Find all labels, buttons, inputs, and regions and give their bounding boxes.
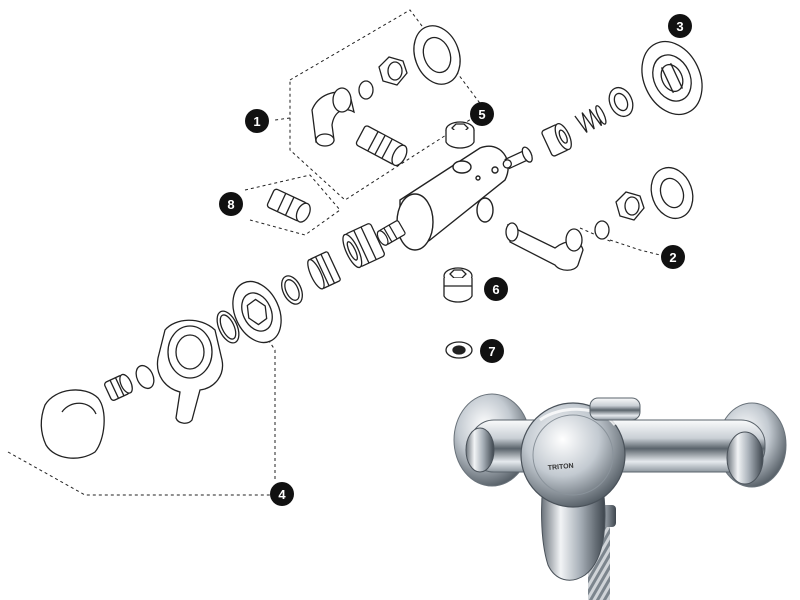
ring [608, 86, 634, 118]
threaded-ring [307, 251, 341, 290]
o-ring-3 [135, 364, 155, 390]
handle-adaptor [104, 373, 133, 401]
label-badge-2: 2 [661, 245, 685, 269]
product-photo: TRITON [453, 393, 787, 600]
spring [574, 105, 607, 133]
shroud-plate [232, 280, 282, 344]
group-2-parts [505, 166, 694, 271]
label-badge-6: 6 [484, 277, 508, 301]
hex-nut-lower [615, 191, 645, 221]
label-badge-3: 3 [668, 14, 692, 38]
label-3-text: 3 [676, 19, 683, 34]
part-7 [445, 341, 473, 359]
label-2-text: 2 [669, 250, 676, 265]
olive-top [358, 80, 374, 100]
mixer-dial [520, 402, 626, 508]
group-8-parts [266, 188, 311, 223]
threaded-cap [541, 123, 572, 157]
leader-group-4 [7, 451, 270, 496]
group-1-parts [311, 25, 461, 167]
brand-mark: TRITON [548, 463, 574, 472]
leader-group-8 [244, 174, 341, 236]
label-4-text: 4 [278, 487, 286, 502]
rosette-3 [641, 40, 703, 116]
rosette-top [413, 25, 461, 85]
control-cap [40, 389, 105, 459]
threaded-collar [342, 223, 385, 269]
label-badge-8: 8 [219, 192, 243, 216]
label-8-text: 8 [227, 197, 234, 212]
leader-group-2 [609, 239, 661, 256]
label-7-text: 7 [488, 344, 495, 359]
label-badge-4: 4 [270, 482, 294, 506]
plug-5 [445, 121, 475, 149]
leader-1-connector [274, 117, 291, 121]
cartridge [376, 220, 406, 246]
leader-group-1 [289, 9, 486, 201]
valve-body [396, 145, 509, 251]
label-1-text: 1 [253, 114, 260, 129]
olive-lower [594, 220, 610, 240]
rosette-lower [650, 166, 694, 220]
part-6 [443, 267, 473, 303]
label-badge-7: 7 [480, 339, 504, 363]
label-6-text: 6 [492, 282, 499, 297]
label-5-text: 5 [478, 107, 485, 122]
left-assembly [40, 223, 385, 459]
adaptor-top [355, 125, 408, 167]
label-badge-1: 1 [245, 109, 269, 133]
label-badge-5: 5 [470, 102, 494, 126]
right-upper-parts [502, 40, 703, 170]
check-valve [502, 146, 533, 170]
elbow-lower [507, 223, 584, 271]
hex-nut-top [378, 56, 408, 86]
lever-handle [156, 319, 224, 424]
